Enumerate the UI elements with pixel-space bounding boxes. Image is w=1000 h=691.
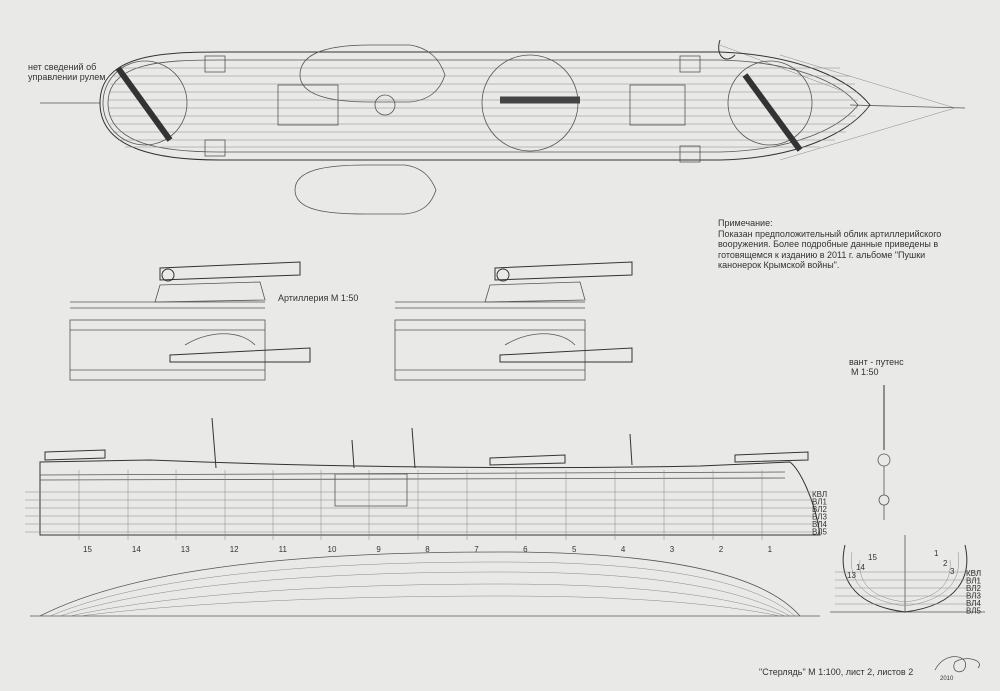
frame-number: 8 (425, 545, 430, 554)
note-block: Примечание: Показан предположительный об… (718, 218, 980, 271)
note-line3: готовящемся к изданию в 2011 г. альбоме … (718, 249, 926, 260)
body-waterline-label: ВЛ5 (966, 607, 981, 616)
rudder-note-line2: управлении рулем (28, 72, 106, 82)
rudder-note: нет сведений об управлении рулем (28, 62, 105, 82)
frame-number: 3 (670, 545, 675, 554)
lines-plan (30, 551, 820, 617)
gun-right-plan (394, 319, 633, 381)
waterline-label: ВЛ1 (812, 498, 827, 507)
frame-numbers: 15 14 13 12 11 10 9 8 7 6 5 4 3 2 1 (83, 545, 773, 554)
frame-number: 7 (474, 545, 479, 554)
deck-plan (40, 39, 966, 215)
body-plan-frame-number: 15 (868, 553, 877, 562)
frame-number: 2 (719, 545, 724, 554)
frame-number: 15 (83, 545, 92, 554)
note-line2: вооружения. Более подробные данные приве… (718, 239, 939, 249)
body-plan-frame-number: 3 (950, 567, 955, 576)
frame-number: 1 (768, 545, 773, 554)
waterline-label: ВЛ3 (812, 513, 827, 522)
body-waterline-label: ВЛ4 (966, 599, 981, 608)
chainplate-line2: М 1:50 (851, 367, 879, 377)
note-title: Примечание: (718, 218, 773, 228)
note-line1: Показан предположительный облик артиллер… (718, 228, 942, 239)
body-waterline-label: ВЛ3 (966, 592, 981, 601)
frame-number: 14 (132, 545, 141, 554)
body-waterline-label: ВЛ2 (966, 584, 981, 593)
frame-number: 10 (328, 545, 337, 554)
note-line4: канонерок Крымской войны". (718, 260, 840, 270)
gun-left-elevation (70, 261, 301, 309)
side-elevation (25, 417, 821, 540)
body-waterline-label: КВЛ (966, 569, 981, 578)
chainplate-detail (877, 385, 891, 520)
chainplate-line1: вант - путенс (849, 357, 904, 367)
body-plan-frame-number: 1 (934, 549, 939, 558)
body-plan-frame-number: 13 (847, 571, 856, 580)
artillery-scale-label: Артиллерия М 1:50 (278, 293, 359, 303)
frame-number: 13 (181, 545, 190, 554)
waterline-label: ВЛ2 (812, 505, 827, 514)
waterline-label: ВЛ4 (812, 520, 827, 529)
body-plan-frame-number: 14 (856, 563, 865, 572)
frame-number: 6 (523, 545, 528, 554)
frame-number: 12 (230, 545, 239, 554)
frame-number: 9 (376, 545, 381, 554)
signature-year: 2010 (940, 676, 954, 682)
frame-number: 5 (572, 545, 577, 554)
waterline-label: ВЛ5 (812, 528, 827, 537)
body-waterline-label: ВЛ1 (966, 577, 981, 586)
rudder-note-line1: нет сведений об (28, 62, 97, 72)
body-plan (830, 535, 985, 613)
gun-left-plan (69, 319, 311, 381)
title-footer: "Стерлядь" М 1:100, лист 2, листов 2 (759, 667, 914, 677)
waterline-label: КВЛ (812, 490, 827, 499)
frame-number: 11 (279, 545, 288, 554)
chainplate-label: вант - путенс М 1:50 (849, 357, 904, 377)
gun-right-elevation (395, 261, 633, 309)
signature-mark (934, 656, 980, 673)
body-plan-frame-number: 2 (943, 559, 948, 568)
frame-number: 4 (621, 545, 626, 554)
